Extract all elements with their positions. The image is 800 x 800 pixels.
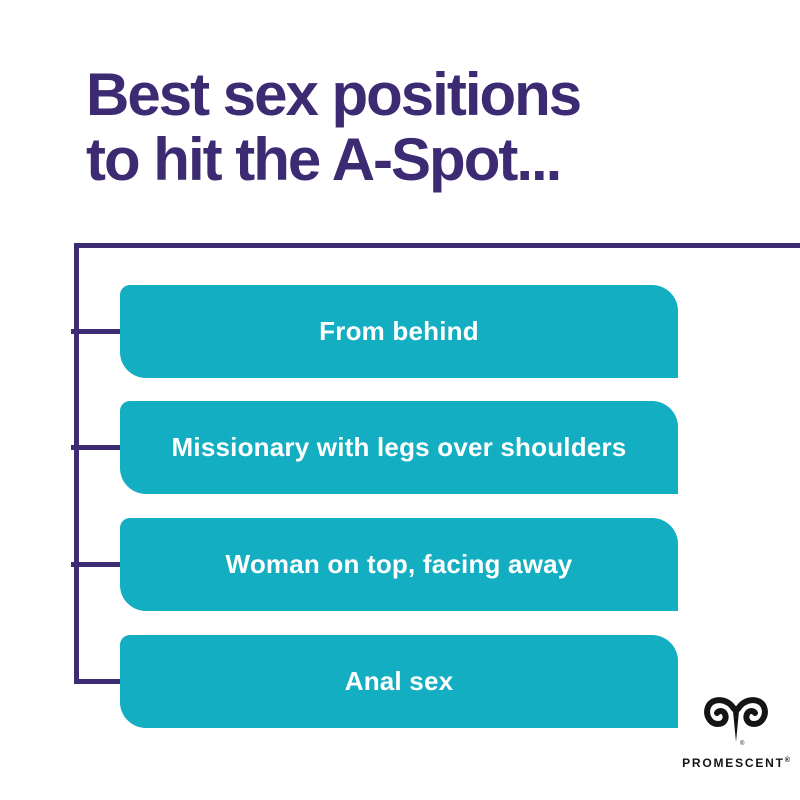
- page-title: Best sex positions to hit the A-Spot...: [86, 61, 582, 193]
- logo-registered-mark: ®: [740, 740, 745, 747]
- connector-branch-3: [71, 562, 120, 567]
- connector-branch-2: [71, 445, 120, 450]
- position-box-4: Anal sex: [120, 635, 678, 728]
- ram-horns-icon: ®: [704, 697, 768, 752]
- title-line-2: to hit the A-Spot...: [86, 126, 562, 193]
- position-box-3: Woman on top, facing away: [120, 518, 678, 611]
- position-box-1: From behind: [120, 285, 678, 378]
- position-box-label: Missionary with legs over shoulders: [171, 432, 627, 462]
- promescent-logo: ® PROMESCENT®: [680, 696, 792, 770]
- position-box-2: Missionary with legs over shoulders: [120, 401, 678, 494]
- position-box-label: From behind: [319, 316, 479, 346]
- registered-trademark: ®: [784, 757, 790, 764]
- brand-name: PROMESCENT®: [682, 756, 790, 770]
- connector-branch-4: [74, 679, 120, 684]
- connector-top-line: [74, 243, 800, 248]
- connector-branch-1: [71, 329, 120, 334]
- position-box-label: Anal sex: [344, 666, 454, 696]
- position-box-label: Woman on top, facing away: [225, 549, 573, 579]
- title-line-1: Best sex positions: [86, 61, 582, 128]
- connector-vertical-line: [74, 243, 79, 684]
